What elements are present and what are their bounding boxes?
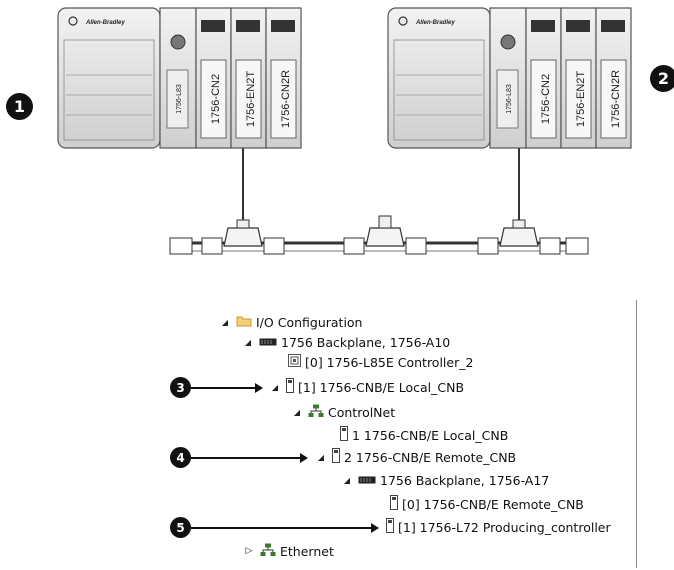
hardware-diagram: Allen-Bradley 1756-L83 1756-CN2 1756-EN2… <box>57 7 632 255</box>
remote-slot1-label: 1756-CN2 <box>540 74 552 124</box>
remote-slot3-label: 1756-CN2R <box>610 70 622 128</box>
tree-item-io-configuration[interactable]: ◢ I/O Configuration <box>220 312 363 332</box>
expand-triangle-icon[interactable]: ◢ <box>343 475 351 485</box>
local-slot2-label: 1756-EN2T <box>245 71 257 128</box>
module-icon <box>286 378 294 396</box>
tree-item-remote-cnb[interactable]: [0] 1756-CNB/E Remote_CNB <box>390 494 584 514</box>
module-icon <box>390 495 398 513</box>
tree-item-backplane-local[interactable]: ◢ 1756 Backplane, 1756-A10 <box>243 332 450 352</box>
tree-label-backplane-local: 1756 Backplane, 1756-A10 <box>281 334 451 350</box>
local-slot3-label: 1756-CN2R <box>280 70 292 128</box>
tree-label-remote-cnb: [0] 1756-CNB/E Remote_CNB <box>402 496 584 512</box>
backplane-icon <box>358 473 376 488</box>
callout-2: 2 <box>650 65 674 92</box>
module-icon <box>386 518 394 536</box>
local-slot1-label: 1756-CN2 <box>210 74 222 124</box>
expand-triangle-icon[interactable]: ◢ <box>244 337 252 347</box>
tree-panel-border <box>636 300 637 568</box>
folder-icon <box>236 314 252 330</box>
tree-label-cn-node-2: 2 1756-CNB/E Remote_CNB <box>344 449 517 465</box>
tree-label-io-configuration: I/O Configuration <box>256 314 363 330</box>
tree-item-producing-controller[interactable]: [1] 1756-L72 Producing_controller <box>386 517 611 537</box>
remote-brand-label: Allen-Bradley <box>415 20 455 26</box>
local-slot0-label: 1756-L83 <box>176 84 183 114</box>
controlnet-cable <box>169 148 589 255</box>
callout-5-arrow <box>191 523 379 533</box>
tree-label-producing-controller: [1] 1756-L72 Producing_controller <box>398 519 611 535</box>
local-brand-label: Allen-Bradley <box>85 20 125 26</box>
local-chassis: Allen-Bradley 1756-L83 1756-CN2 1756-EN2… <box>57 7 302 149</box>
tree-label-local-cnb: [1] 1756-CNB/E Local_CNB <box>298 379 465 395</box>
tree-label-cn-node-1: 1 1756-CNB/E Local_CNB <box>352 427 509 443</box>
callout-3-arrow <box>191 383 263 393</box>
controller-icon <box>288 354 301 370</box>
remote-chassis: Allen-Bradley 1756-L83 1756-CN2 1756-EN2… <box>387 7 632 149</box>
tree-item-cn-node-2[interactable]: ◢ 2 1756-CNB/E Remote_CNB <box>316 447 516 467</box>
callout-5: 5 <box>170 517 191 538</box>
tree-label-controller: [0] 1756-L85E Controller_2 <box>305 354 474 370</box>
tree-item-ethernet[interactable]: ▷ Ethernet <box>244 541 334 561</box>
network-icon <box>308 404 324 421</box>
callout-3: 3 <box>170 377 191 398</box>
backplane-icon <box>259 335 277 350</box>
callout-4: 4 <box>170 447 191 468</box>
collapse-triangle-icon[interactable]: ▷ <box>245 546 253 556</box>
tree-item-controller[interactable]: [0] 1756-L85E Controller_2 <box>288 352 473 372</box>
tree-label-ethernet: Ethernet <box>280 543 334 559</box>
remote-slot2-label: 1756-EN2T <box>575 71 587 128</box>
tree-label-backplane-remote: 1756 Backplane, 1756-A17 <box>380 472 550 488</box>
module-icon <box>340 426 348 444</box>
callout-4-arrow <box>191 453 308 463</box>
tree-item-backplane-remote[interactable]: ◢ 1756 Backplane, 1756-A17 <box>342 470 549 490</box>
expand-triangle-icon[interactable]: ◢ <box>317 452 325 462</box>
expand-triangle-icon[interactable]: ◢ <box>271 382 279 392</box>
tree-item-local-cnb[interactable]: ◢ [1] 1756-CNB/E Local_CNB <box>270 377 464 397</box>
module-icon <box>332 448 340 466</box>
expand-triangle-icon[interactable]: ◢ <box>221 317 229 327</box>
network-icon <box>260 543 276 560</box>
tree-item-cn-node-1[interactable]: 1 1756-CNB/E Local_CNB <box>340 425 508 445</box>
tree-item-controlnet[interactable]: ◢ ControlNet <box>292 402 395 422</box>
remote-slot0-label: 1756-L83 <box>506 84 513 114</box>
expand-triangle-icon[interactable]: ◢ <box>293 407 301 417</box>
tree-label-controlnet: ControlNet <box>328 404 396 420</box>
callout-1: 1 <box>6 93 33 120</box>
